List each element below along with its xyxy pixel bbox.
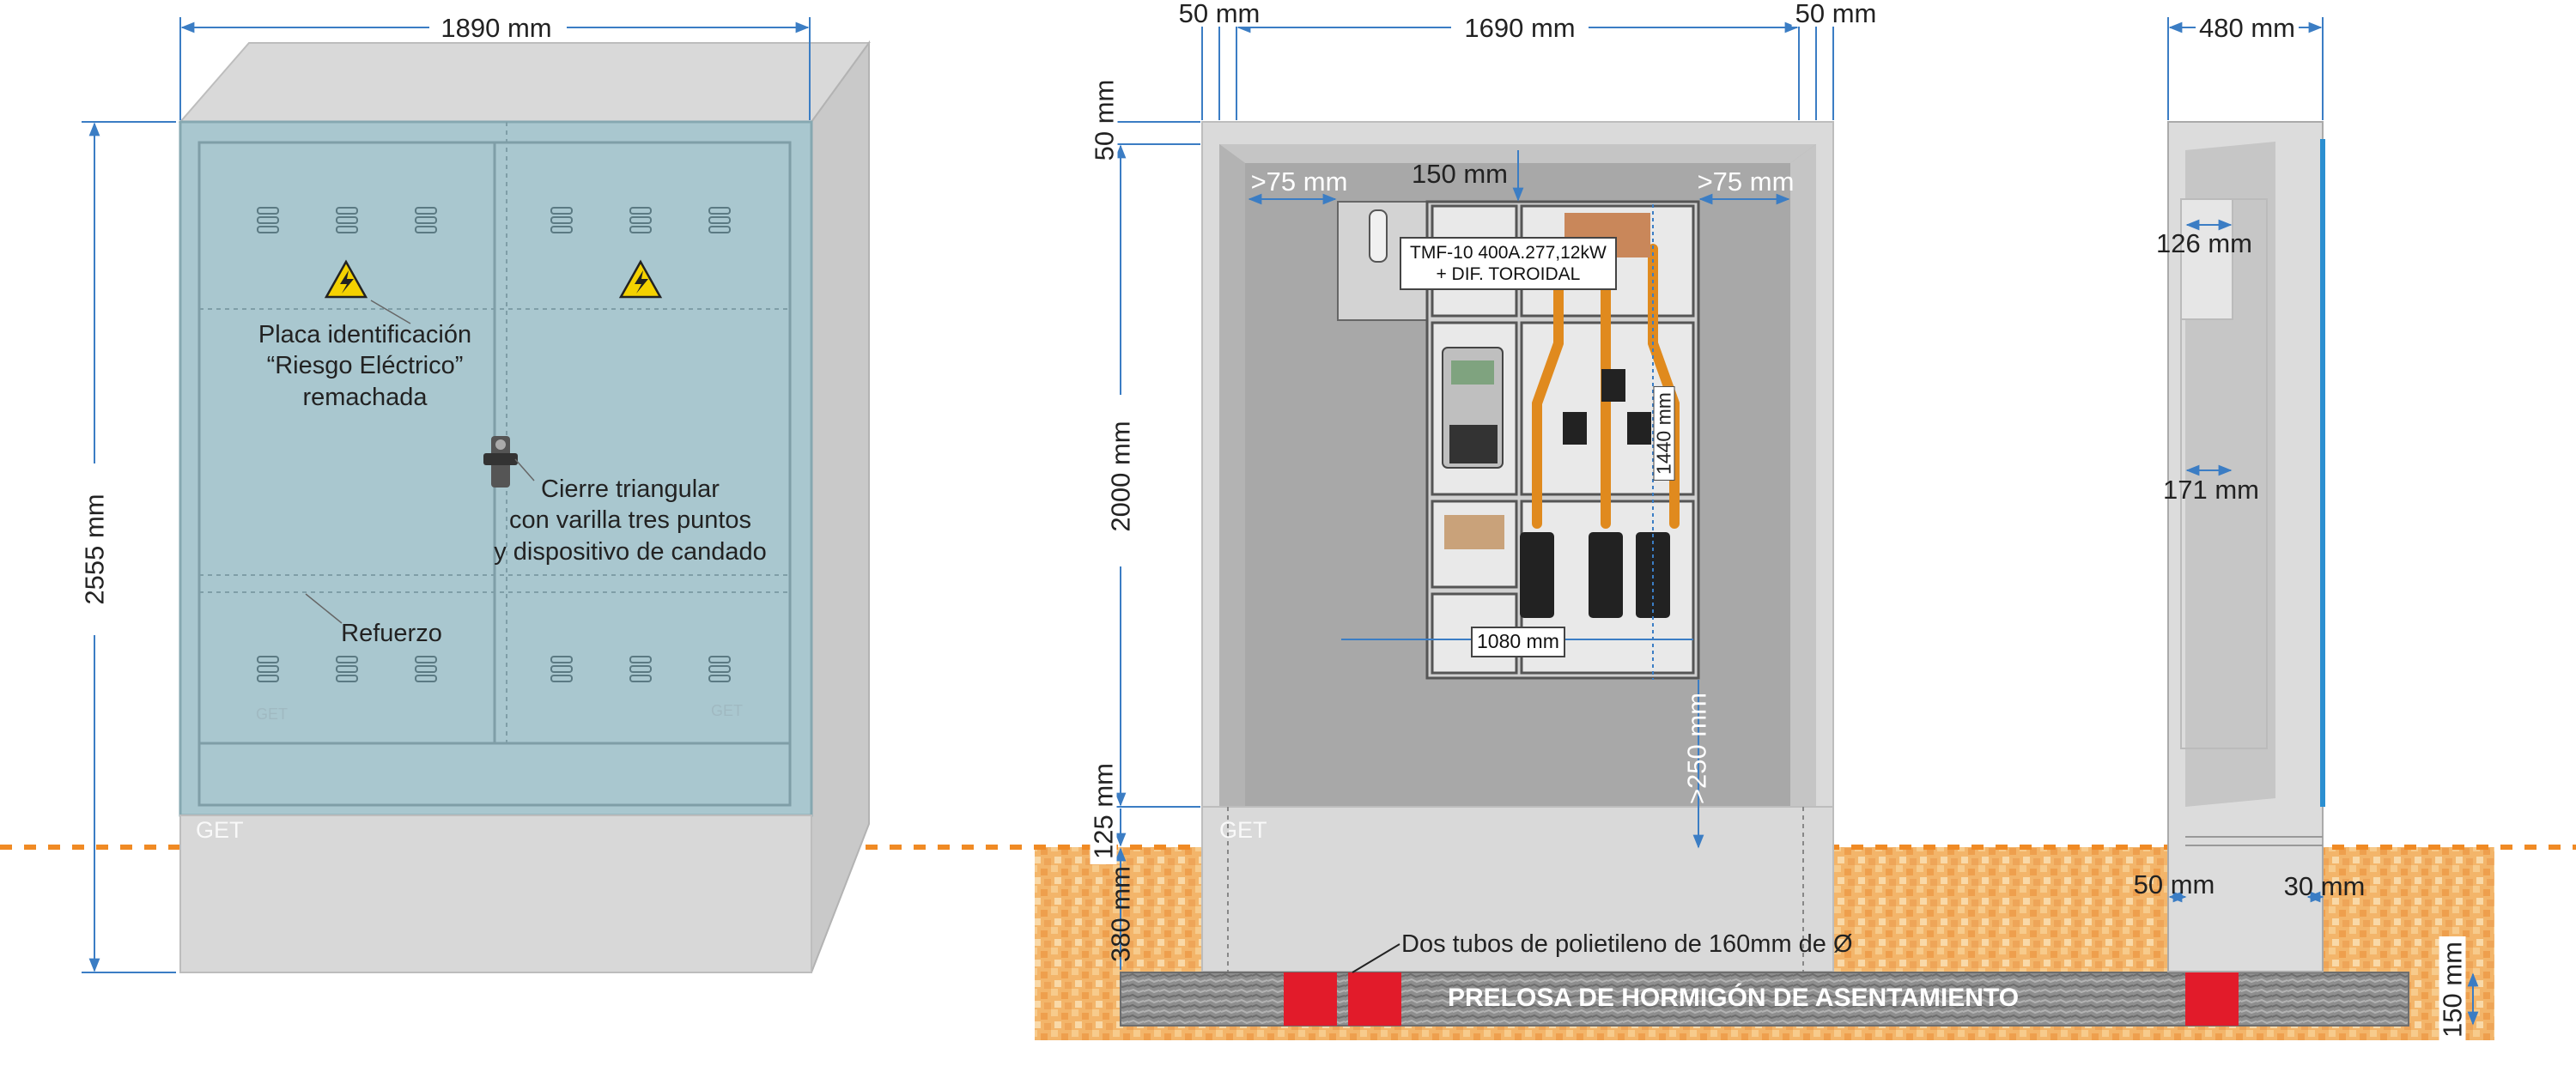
side-depth-dim: 480 mm [2196, 15, 2299, 41]
top-offset-dim: 50 mm [1090, 74, 1120, 167]
brand-mark-small: GET [711, 702, 744, 719]
bottom-clearance-dim: >250 mm [1681, 692, 1712, 805]
dim-50: 50 mm [2133, 869, 2215, 899]
lock-note: Cierre triangular con varilla tres punto… [494, 474, 767, 567]
slab-label: PRELOSA DE HORMIGÓN DE ASENTAMIENTO [1448, 984, 2020, 1012]
left-clearance-dim: >75 mm [1250, 167, 1348, 197]
plate-note-line: “Riesgo Eléctrico” [266, 352, 464, 380]
dim-30: 30 mm [2283, 871, 2366, 901]
front-height-dim: 2555 mm [80, 488, 110, 610]
lock-note-line: Cierre triangular [541, 475, 720, 503]
depth-dim: 380 mm [1105, 866, 1136, 962]
lock-note-line: con varilla tres puntos [508, 506, 752, 535]
inner-width-dim: 1690 mm [1461, 15, 1579, 41]
interior-height-dim: 2000 mm [1106, 415, 1136, 537]
polyethylene-tubes [1284, 972, 2239, 1026]
top-clearance-dim: 150 mm [1412, 159, 1508, 189]
high-voltage-warning-icon [618, 259, 663, 299]
lock-note-line: y dispositivo de candado [494, 537, 767, 566]
dim-126: 126 mm [2156, 228, 2252, 258]
side-cabinet [2167, 121, 2325, 972]
right-margin-dim: 50 mm [1791, 0, 1880, 27]
module-width-dim: 1080 mm [1471, 627, 1565, 657]
plate-note-line: Placa identificación [258, 321, 472, 348]
tubes-note: Dos tubos de polietileno de 160mm de Ø [1401, 930, 1853, 958]
right-clearance-dim: >75 mm [1697, 167, 1795, 197]
breaker-label-line: TMF-10 400A.277,12kW [1410, 243, 1607, 263]
brand-mark: GET [196, 817, 244, 843]
front-width-dim: 1890 mm [437, 15, 556, 41]
brand-mark: GET [1219, 817, 1267, 843]
triangular-lock-icon [483, 436, 518, 488]
base-dim: 125 mm [1089, 758, 1119, 864]
slab-thickness-dim: 150 mm [2438, 936, 2468, 1043]
module-height-dim: 1440 mm [1653, 386, 1675, 481]
front-cabinet [178, 39, 871, 973]
breaker-label-line: + DIF. TOROIDAL [1436, 264, 1581, 285]
left-margin-dim: 50 mm [1175, 0, 1264, 27]
plate-note: Placa identificación “Riesgo Eléctrico” … [258, 319, 471, 413]
brand-mark-small: GET [256, 706, 289, 723]
breaker-label: TMF-10 400A.277,12kW + DIF. TOROIDAL [1400, 237, 1617, 291]
plate-note-line: remachada [302, 383, 428, 411]
dim-171: 171 mm [2163, 475, 2259, 505]
reinforcement-note: Refuerzo [341, 620, 442, 647]
high-voltage-warning-icon [324, 259, 368, 299]
